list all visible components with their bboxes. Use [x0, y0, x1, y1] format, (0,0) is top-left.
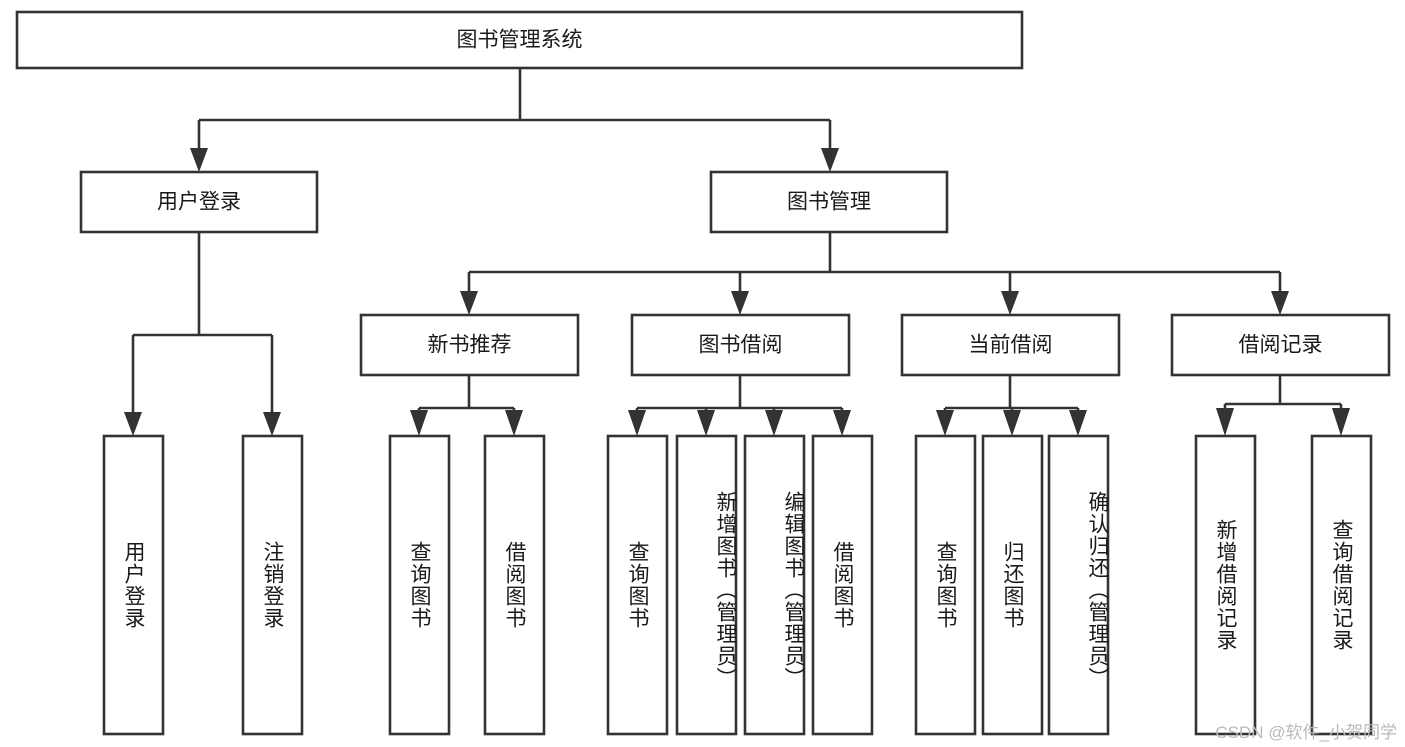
node-leaf-user-login[interactable] [102, 434, 165, 736]
arrowhead-user-login [190, 148, 208, 172]
arrowhead-leaf-user-login [124, 412, 142, 436]
node-leaf-query-book-3[interactable] [914, 434, 977, 736]
node-root[interactable] [15, 10, 1024, 70]
node-leaf-query-record[interactable] [1310, 434, 1373, 736]
node-leaf-query-book-2[interactable] [606, 434, 669, 736]
node-book-manage[interactable] [709, 170, 949, 234]
arrowhead-new-book-recommend [460, 291, 478, 315]
node-leaf-add-record[interactable] [1194, 434, 1257, 736]
node-book-borrow-label: 图书借阅 [699, 334, 783, 357]
arrowhead-current-borrow [1001, 291, 1019, 315]
node-leaf-borrow-book-2[interactable] [811, 434, 874, 736]
arrowhead-leaf-add-record [1216, 408, 1234, 436]
node-new-book-recommend[interactable] [359, 313, 580, 377]
node-current-borrow-label: 当前借阅 [969, 334, 1053, 357]
node-leaf-confirm-return[interactable] [1047, 434, 1110, 736]
leaf-layer [102, 434, 1373, 736]
connector-layer [124, 68, 1350, 436]
arrowhead-leaf-query-book-1 [410, 410, 428, 436]
arrowhead-leaf-add-book [697, 410, 715, 436]
arrowhead-leaf-query-record [1332, 408, 1350, 436]
node-user-login[interactable] [79, 170, 319, 234]
node-root-label: 图书管理系统 [457, 29, 583, 52]
arrowhead-book-borrow [731, 291, 749, 315]
arrowhead-leaf-logout [263, 412, 281, 436]
node-leaf-return-book[interactable] [981, 434, 1044, 736]
arrowhead-leaf-query-book-3 [936, 410, 954, 436]
arrowhead-leaf-return-book [1003, 410, 1021, 436]
csdn-watermark: CSDN @软件_小贺同学 [1215, 723, 1397, 742]
arrowhead-book-manage [821, 148, 839, 172]
node-book-manage-label: 图书管理 [787, 191, 871, 214]
arrowhead-leaf-confirm-return [1069, 410, 1087, 436]
node-layer: 图书管理系统 用户登录 图书管理 新书推荐 图书借阅 当前借阅 借阅记录 [15, 10, 1391, 377]
arrowhead-leaf-query-book-2 [628, 410, 646, 436]
node-leaf-borrow-book-1[interactable] [483, 434, 546, 736]
arrowhead-leaf-borrow-book-2 [833, 410, 851, 436]
node-borrow-records[interactable] [1170, 313, 1391, 377]
node-current-borrow[interactable] [900, 313, 1121, 377]
node-book-borrow[interactable] [630, 313, 851, 377]
node-new-book-recommend-label: 新书推荐 [428, 334, 512, 357]
node-leaf-add-book[interactable] [675, 434, 738, 736]
node-leaf-query-book-1[interactable] [388, 434, 451, 736]
arrowhead-leaf-borrow-book-1 [505, 410, 523, 436]
arrowhead-borrow-records [1271, 291, 1289, 315]
node-borrow-records-label: 借阅记录 [1239, 334, 1323, 357]
arrowhead-leaf-edit-book [765, 410, 783, 436]
node-leaf-logout[interactable] [241, 434, 304, 736]
node-user-login-label: 用户登录 [157, 191, 241, 214]
node-leaf-edit-book[interactable] [743, 434, 806, 736]
